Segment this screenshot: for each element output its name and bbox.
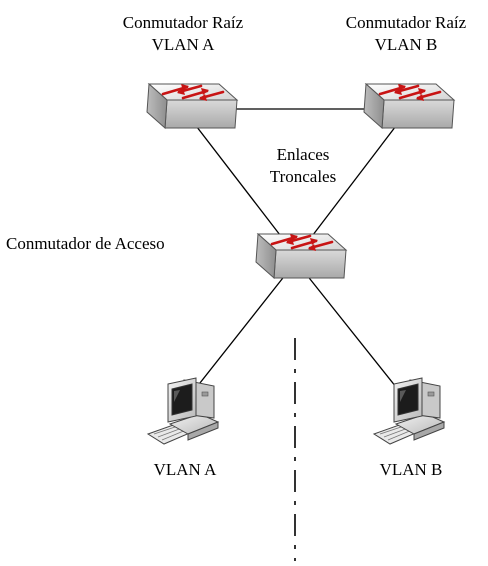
access-link-host-b [305,273,401,393]
root-switch-a-icon [145,82,239,130]
host-b-vlan: VLAN B [379,460,443,479]
host-a-label: VLAN A [140,459,230,481]
root-switch-a-vlan: VLAN A [151,35,215,54]
host-b-computer-icon [373,377,445,445]
root-switch-b-title: Conmutador Raíz [345,13,467,32]
root-switch-b-label: Conmutador Raíz VLAN B [331,12,481,56]
root-switch-a-title: Conmutador Raíz [122,13,244,32]
host-a-computer-icon [147,377,219,445]
root-switch-b-vlan: VLAN B [374,35,438,54]
host-a-vlan: VLAN A [153,460,217,479]
access-switch-title: Conmutador de Acceso [6,234,165,253]
access-link-host-a [195,273,287,389]
root-switch-a-label: Conmutador Raíz VLAN A [108,12,258,56]
host-b-label: VLAN B [366,459,456,481]
access-switch-label: Conmutador de Acceso [6,233,165,255]
root-switch-b-icon [362,82,456,130]
trunk-link-root-a-access [189,117,291,249]
access-switch-icon [254,232,348,280]
trunk-links-line-1: Enlaces [276,145,330,164]
trunk-links-label: Enlaces Troncales [248,144,358,188]
trunk-link-root-b-access [302,117,403,249]
network-links [189,108,403,561]
trunk-links-line-2: Troncales [269,167,337,186]
